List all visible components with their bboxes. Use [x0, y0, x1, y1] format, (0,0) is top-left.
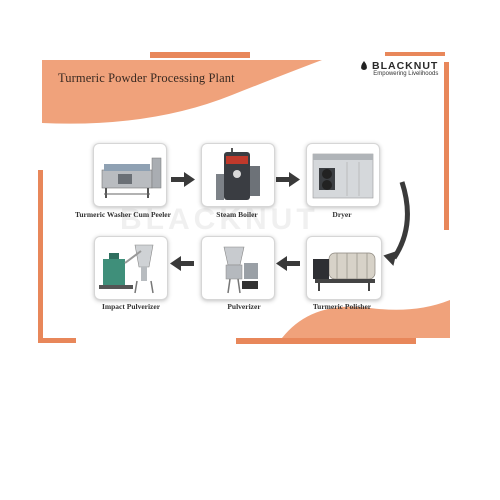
curved-arrow-head	[383, 251, 397, 266]
arrow-right-1	[171, 172, 195, 187]
arrow-left-1	[276, 256, 300, 271]
arrow-left-2	[170, 256, 194, 271]
left-bottom-accent-bar	[38, 338, 76, 343]
dryer-card	[306, 143, 380, 207]
washer-peeler-machine-icon	[101, 157, 162, 198]
step-label-pulverizer: Pulverizer	[227, 302, 261, 311]
left-accent-bar	[38, 170, 43, 340]
bottom-accent-bar	[236, 338, 416, 344]
footer-swoosh	[282, 300, 450, 338]
pulverizer-machine-icon	[223, 246, 258, 294]
dryer-machine-icon	[312, 153, 374, 199]
step-label-impact-pulverizer: Impact Pulverizer	[101, 302, 161, 311]
impact-pulverizer-machine-icon	[99, 244, 154, 294]
step-label-polisher: Turmeric Polisher	[312, 302, 372, 311]
polisher-card	[306, 236, 382, 300]
page-title: Turmeric Powder Processing Plant	[58, 71, 235, 85]
brand-tagline: Empowering Livelihoods	[373, 71, 439, 77]
drop-icon	[361, 61, 367, 70]
steam-boiler-machine-icon	[216, 148, 260, 200]
impact-pulverizer-card	[94, 236, 168, 300]
brand-name: BLACKNUT	[372, 60, 439, 72]
brand-logo: BLACKNUT Empowering Livelihoods	[361, 60, 439, 77]
curved-arrow-down	[391, 181, 410, 260]
right-accent-bar	[444, 62, 449, 230]
step-label-washer-peeler: Turmeric Washer Cum Peeler	[75, 210, 171, 219]
header-swoosh	[42, 60, 322, 124]
top-accent-bar	[150, 52, 250, 58]
steam-boiler-card	[201, 143, 275, 207]
step-label-steam-boiler: Steam Boiler	[216, 210, 258, 219]
step-label-dryer: Dryer	[332, 210, 352, 219]
polisher-drum-machine-icon	[313, 252, 376, 291]
top-right-accent-bar	[385, 52, 445, 56]
watermark: BLACKNUT	[120, 203, 319, 236]
washer-peeler-card	[93, 143, 167, 207]
pulverizer-card	[201, 236, 275, 300]
arrow-right-2	[276, 172, 300, 187]
